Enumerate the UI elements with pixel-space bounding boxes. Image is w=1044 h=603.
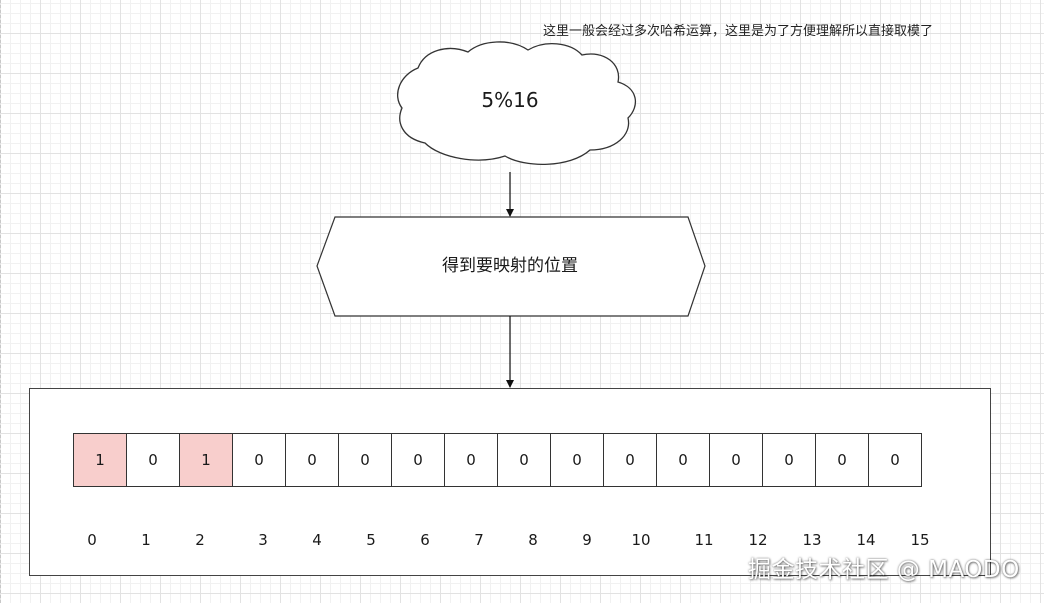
bit-cell[interactable]: 0	[232, 433, 286, 487]
index-label: 11	[694, 531, 714, 549]
index-label: 7	[474, 531, 484, 549]
index-label: 13	[802, 531, 822, 549]
bit-cell[interactable]: 0	[550, 433, 604, 487]
cloud-shape[interactable]	[397, 41, 637, 165]
index-label: 14	[856, 531, 876, 549]
index-label: 2	[195, 531, 205, 549]
bit-cell[interactable]: 0	[868, 433, 922, 487]
watermark: 掘金技术社区 @ MAODO	[748, 557, 1020, 583]
bit-cell[interactable]: 0	[444, 433, 498, 487]
index-label: 6	[420, 531, 430, 549]
bit-cell[interactable]: 0	[391, 433, 445, 487]
index-label: 1	[141, 531, 151, 549]
index-label: 3	[258, 531, 268, 549]
bit-cell[interactable]: 0	[338, 433, 392, 487]
hexagon-shape[interactable]	[316, 216, 706, 317]
bit-cell[interactable]: 0	[815, 433, 869, 487]
index-label: 0	[87, 531, 97, 549]
index-label: 10	[631, 531, 651, 549]
canvas-edge	[0, 0, 1, 603]
bit-cell[interactable]: 0	[285, 433, 339, 487]
bit-cell[interactable]: 0	[762, 433, 816, 487]
bit-cell[interactable]: 0	[603, 433, 657, 487]
index-label: 4	[312, 531, 322, 549]
bit-cell[interactable]: 1	[73, 433, 127, 487]
bit-cell[interactable]: 0	[497, 433, 551, 487]
cloud-label: 5%16	[481, 88, 539, 112]
bit-cell[interactable]: 0	[126, 433, 180, 487]
index-label: 15	[910, 531, 930, 549]
bit-cell[interactable]: 0	[709, 433, 763, 487]
annotation-note[interactable]: 这里一般会经过多次哈希运算，这里是为了方便理解所以直接取模了	[543, 24, 934, 39]
bit-cell[interactable]: 1	[179, 433, 233, 487]
bit-array: 1 0 1 0 0 0 0 0 0 0 0 0 0 0 0 0	[73, 433, 922, 487]
index-label: 5	[366, 531, 376, 549]
index-label: 9	[582, 531, 592, 549]
index-label: 12	[748, 531, 768, 549]
index-label: 8	[528, 531, 538, 549]
hexagon-label: 得到要映射的位置	[442, 256, 578, 276]
bit-cell[interactable]: 0	[656, 433, 710, 487]
